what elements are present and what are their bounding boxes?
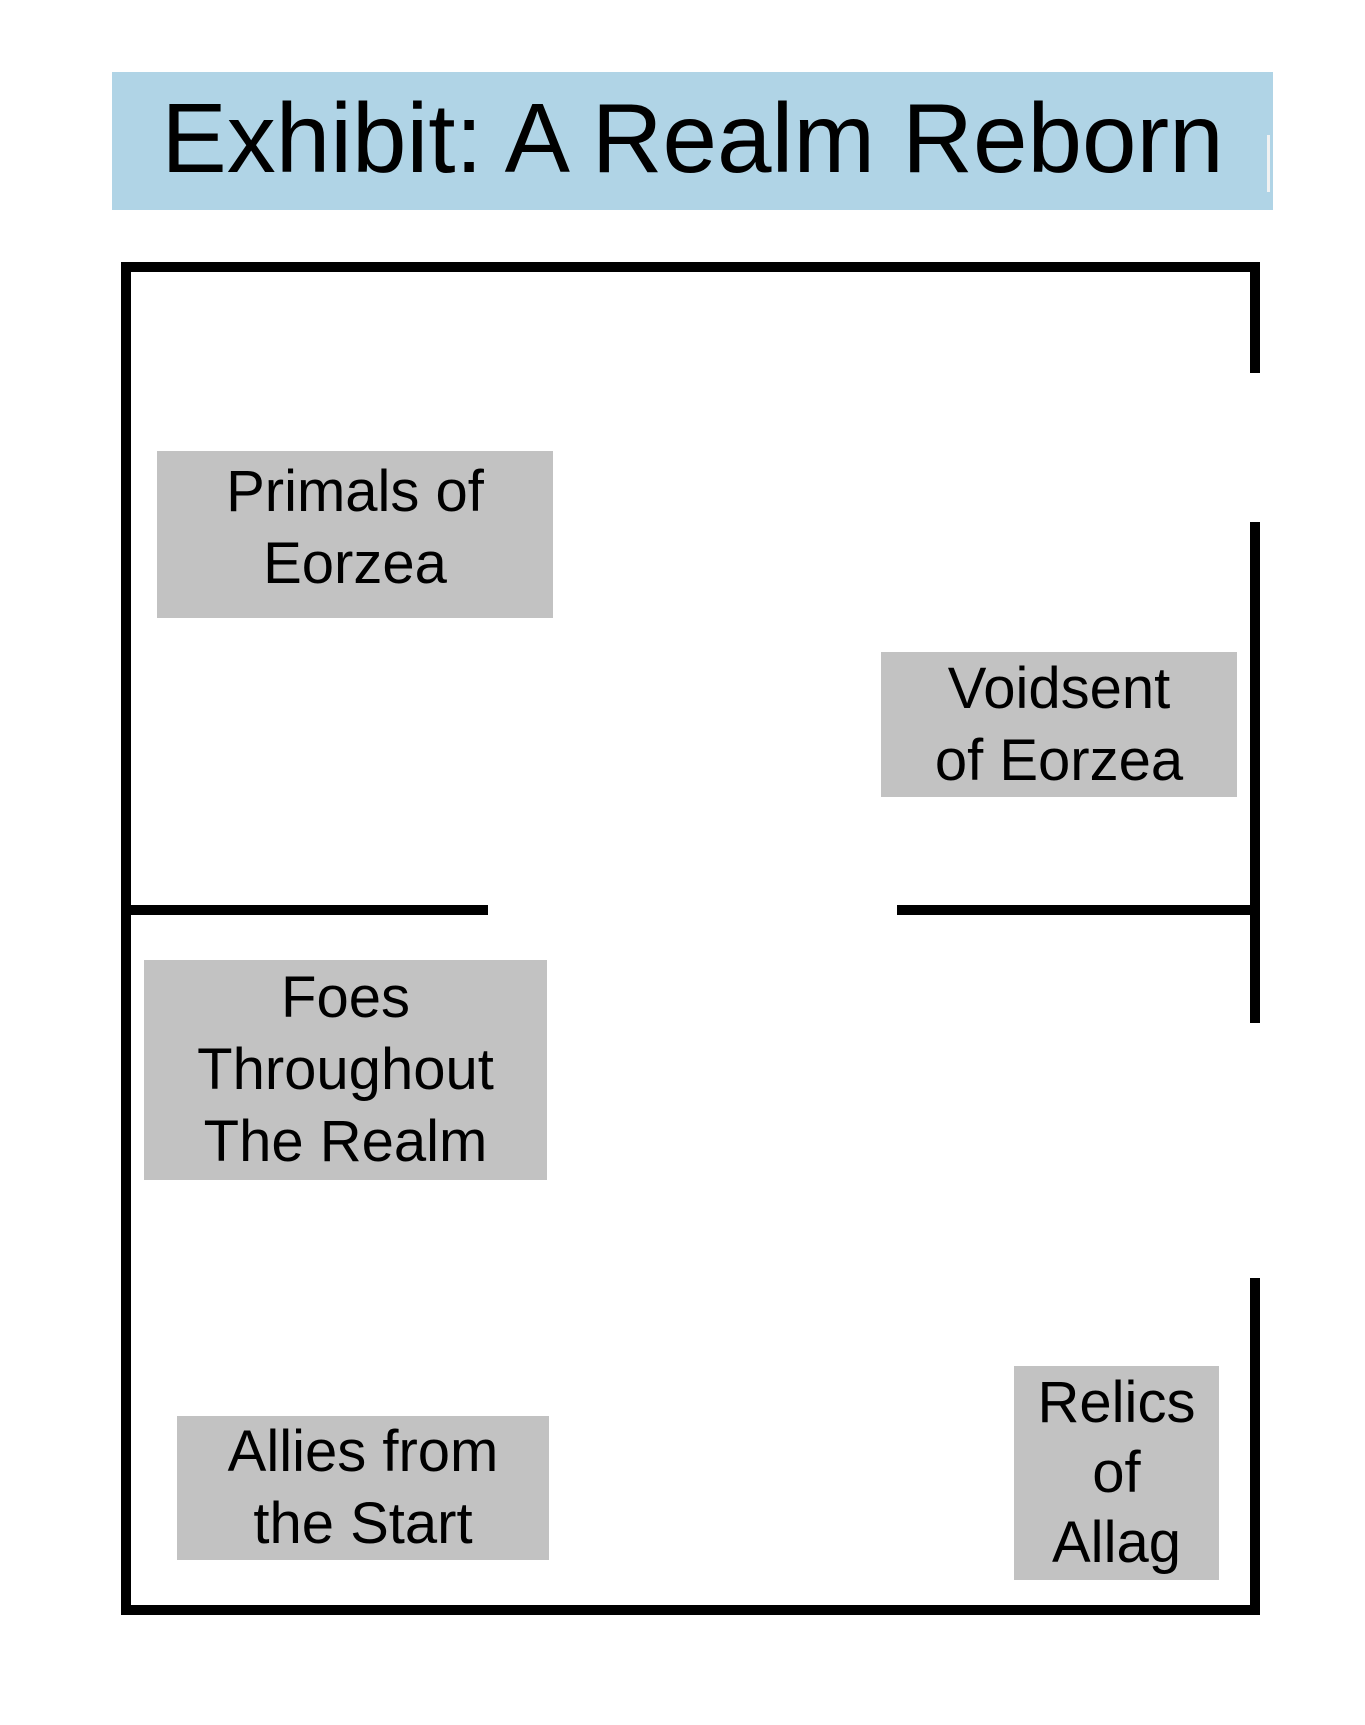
room-label-text: Allies from the Start — [227, 1419, 499, 1556]
room-label-foes-throughout-the-realm: Foes Throughout The Realm — [144, 960, 547, 1180]
wall-interior-right — [897, 905, 1260, 915]
wall-right-lower — [1250, 1278, 1260, 1615]
room-label-primals-of-eorzea: Primals of Eorzea — [157, 451, 553, 618]
room-label-text: Relics of Allag — [1037, 1370, 1196, 1575]
wall-bottom — [121, 1605, 1260, 1615]
wall-right-middle — [1250, 522, 1260, 1023]
wall-right-upper — [1250, 262, 1260, 373]
text-cursor — [1267, 135, 1270, 192]
title-banner: Exhibit: A Realm Reborn — [112, 72, 1273, 210]
room-label-allies-from-the-start: Allies from the Start — [177, 1416, 549, 1560]
wall-top — [121, 262, 1260, 272]
room-label-voidsent-of-eorzea: Voidsent of Eorzea — [881, 652, 1237, 797]
room-label-text: Foes Throughout The Realm — [197, 965, 494, 1174]
room-label-relics-of-allag: Relics of Allag — [1014, 1366, 1219, 1580]
wall-left — [121, 262, 131, 1615]
room-label-text: Voidsent of Eorzea — [934, 655, 1184, 793]
wall-interior-left — [121, 905, 488, 915]
room-label-text: Primals of Eorzea — [226, 458, 484, 596]
page-title: Exhibit: A Realm Reborn — [161, 83, 1224, 193]
